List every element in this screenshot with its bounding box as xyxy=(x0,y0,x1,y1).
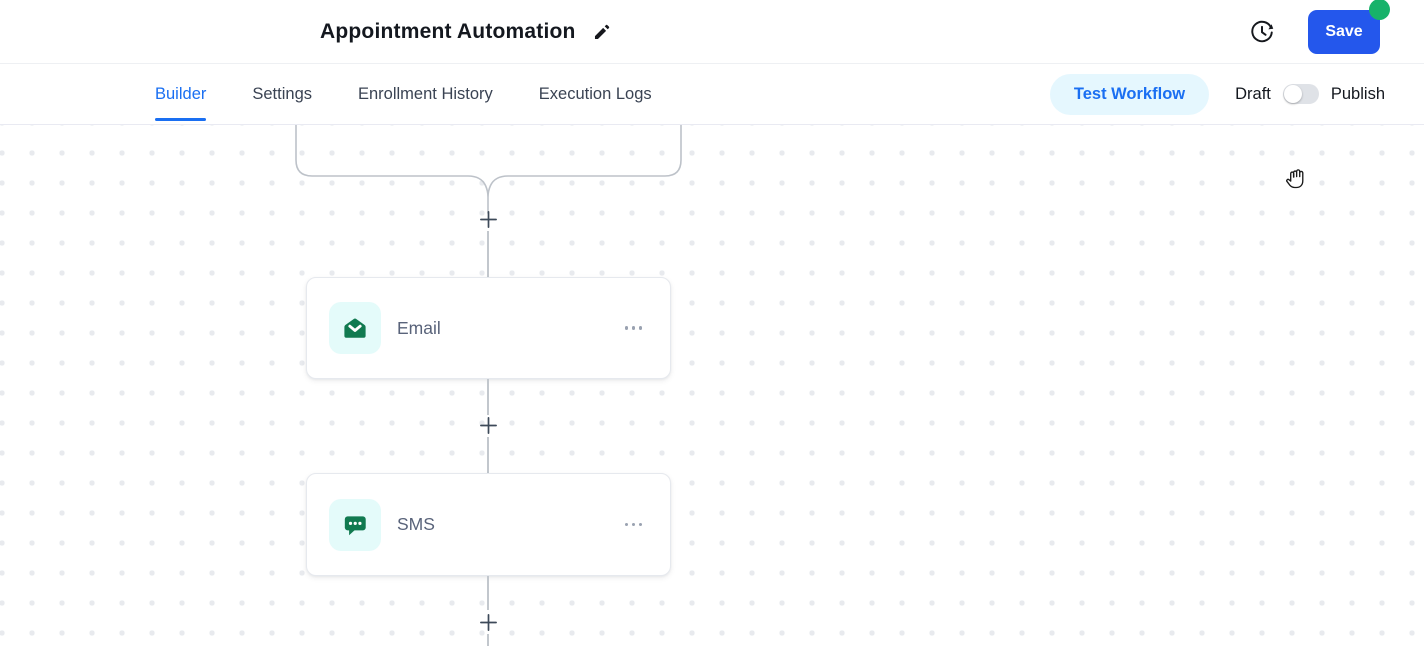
add-step-button[interactable] xyxy=(476,610,500,634)
test-workflow-button[interactable]: Test Workflow xyxy=(1049,73,1210,115)
ellipsis-icon xyxy=(624,522,628,527)
header-bar: Appointment Automation Save xyxy=(0,0,1424,64)
tab-enrollment-history[interactable]: Enrollment History xyxy=(358,84,493,103)
draft-label: Draft xyxy=(1235,84,1271,103)
connector-line xyxy=(487,634,489,646)
page-title: Appointment Automation xyxy=(320,20,576,43)
plus-icon xyxy=(479,613,497,631)
ellipsis-icon xyxy=(624,326,628,330)
node-options-button[interactable] xyxy=(623,517,645,533)
tabbar-actions: Test Workflow Draft Publish xyxy=(1049,73,1385,115)
node-label: SMS xyxy=(397,514,435,534)
connector-line xyxy=(487,437,489,473)
save-button[interactable]: Save xyxy=(1308,10,1380,54)
trigger-branch-connector xyxy=(295,125,682,214)
tab-execution-logs[interactable]: Execution Logs xyxy=(538,84,652,103)
tabs-group: Builder Settings Enrollment History Exec… xyxy=(155,64,652,124)
version-history-button[interactable] xyxy=(1248,18,1276,46)
connector-line xyxy=(487,576,489,610)
plus-icon xyxy=(479,416,497,434)
node-label: Email xyxy=(397,317,441,338)
tab-bar: Builder Settings Enrollment History Exec… xyxy=(0,64,1424,125)
unsaved-changes-badge xyxy=(1369,0,1390,20)
plus-icon xyxy=(479,210,497,228)
history-clock-icon xyxy=(1251,20,1274,43)
email-icon-tile xyxy=(329,302,381,354)
workflow-node-sms[interactable]: SMS xyxy=(306,473,671,576)
sms-icon-tile xyxy=(329,498,381,551)
tab-settings[interactable]: Settings xyxy=(252,84,312,103)
publish-label: Publish xyxy=(1330,84,1385,103)
hand-grab-cursor xyxy=(1286,169,1304,189)
node-options-button[interactable] xyxy=(623,320,645,336)
toggle-knob xyxy=(1283,85,1302,103)
pencil-icon xyxy=(595,24,610,39)
connector-line xyxy=(487,379,489,415)
publish-toggle[interactable] xyxy=(1282,84,1319,104)
tab-builder[interactable]: Builder xyxy=(155,64,207,124)
add-step-button[interactable] xyxy=(476,413,500,437)
add-step-button[interactable] xyxy=(476,207,500,231)
email-envelope-icon xyxy=(344,318,366,338)
sms-bubble-icon xyxy=(344,515,366,535)
edit-title-button[interactable] xyxy=(590,20,614,44)
connector-line xyxy=(487,231,489,277)
workflow-title-group: Appointment Automation xyxy=(320,0,614,64)
workflow-canvas[interactable]: Email SMS xyxy=(0,125,1424,646)
workflow-node-email[interactable]: Email xyxy=(306,277,671,379)
